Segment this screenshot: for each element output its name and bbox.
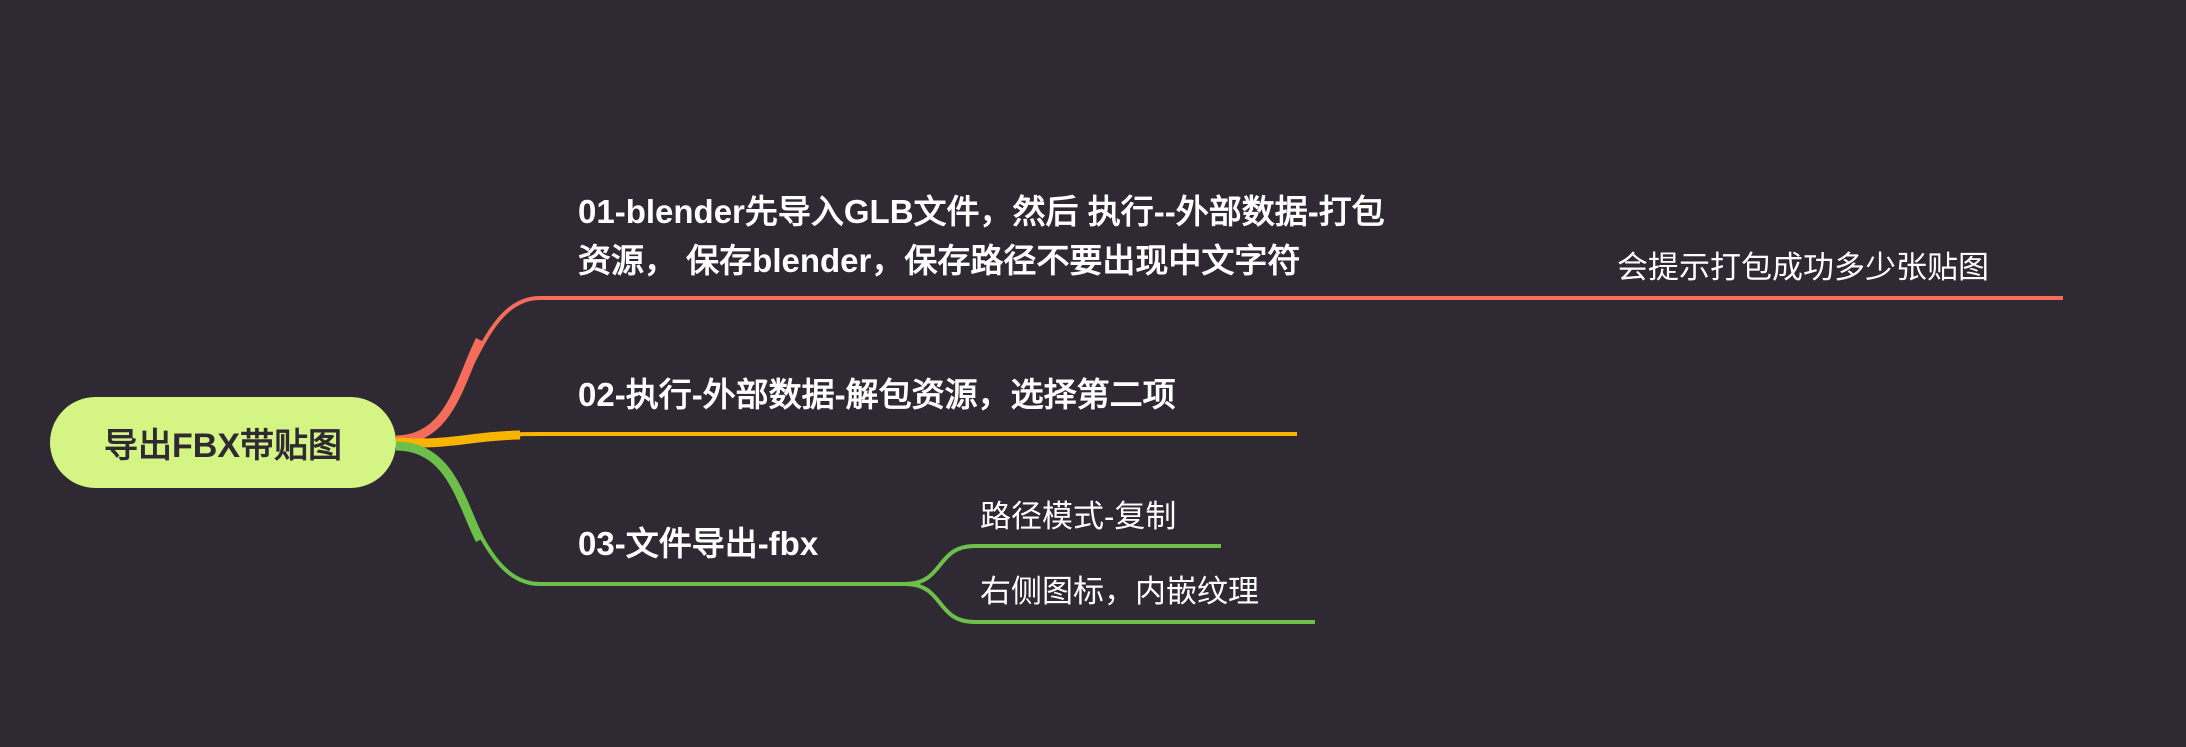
branch-1-line-1: 01-blender先导入GLB文件，然后 执行--外部数据-打包 [578,193,1385,230]
root-topic-label: 导出FBX带贴图 [104,427,342,465]
root-topic[interactable]: 导出FBX带贴图 [50,397,396,488]
branch-1-line-2: 资源， 保存blender，保存路径不要出现中文字符 [578,242,1301,279]
sub-3-1-connector [904,544,1221,586]
branch-3-topic[interactable]: 03-文件导出-fbx [578,525,819,562]
branch-1-subtopic[interactable]: 会提示打包成功多少张贴图 [1617,250,1989,285]
branch-3-subtopic-2[interactable]: 右侧图标，内嵌纹理 [980,574,1259,609]
sub-3-2-connector [904,582,1315,624]
branch-3-connector-thick [395,441,485,543]
branch-1-connector-thick [395,337,485,445]
branch-3-subtopic-1[interactable]: 路径模式-复制 [980,499,1177,534]
branch-1-topic[interactable]: 01-blender先导入GLB文件，然后 执行--外部数据-打包 资源， 保存… [578,187,1385,285]
branch-2-topic[interactable]: 02-执行-外部数据-解包资源，选择第二项 [578,376,1176,413]
branch-2-connector-thick [395,430,521,448]
branch-2-connector [395,432,1297,444]
